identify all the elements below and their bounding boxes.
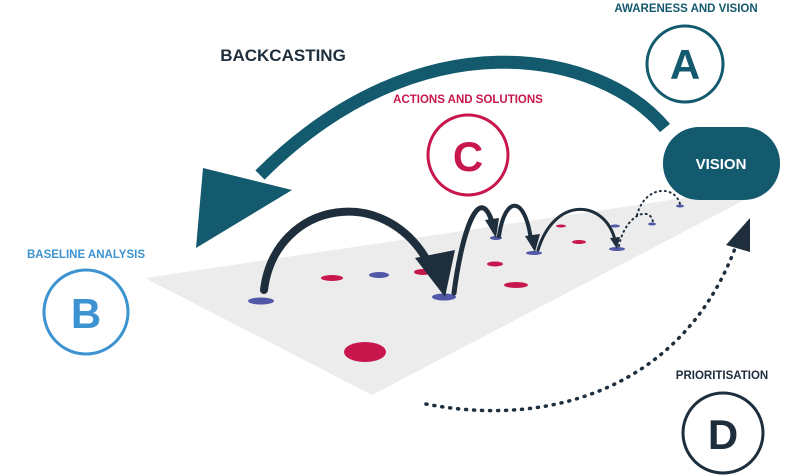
vision-label: VISION bbox=[696, 156, 747, 173]
label-actions: ACTIONS AND SOLUTIONS bbox=[393, 94, 543, 106]
red-marker bbox=[556, 224, 566, 228]
arrowhead-icon bbox=[525, 234, 540, 252]
label-prioritisation: PRIORITISATION bbox=[676, 370, 768, 382]
blue-marker bbox=[676, 204, 684, 208]
prioritisation-arrow bbox=[424, 238, 740, 413]
arrowhead-icon bbox=[726, 218, 750, 252]
jump-arrow-dotted-1 bbox=[618, 212, 654, 247]
step-d: D bbox=[681, 391, 765, 475]
vision-badge: VISION bbox=[663, 127, 780, 200]
red-marker bbox=[344, 342, 386, 362]
step-a: A bbox=[645, 24, 725, 104]
jump-arrow-2 bbox=[451, 205, 496, 296]
step-b: B bbox=[42, 268, 130, 356]
red-marker bbox=[321, 275, 343, 281]
label-backcasting: BACKCASTING bbox=[220, 46, 346, 65]
blue-marker bbox=[248, 297, 274, 305]
plane bbox=[145, 190, 752, 395]
backcasting-arrow bbox=[255, 55, 670, 180]
jump-arrow-dotted-2 bbox=[636, 189, 681, 216]
blue-marker bbox=[610, 224, 620, 228]
jump-arrow-4 bbox=[536, 207, 617, 252]
blue-marker bbox=[648, 222, 656, 226]
blue-marker bbox=[432, 293, 456, 301]
red-marker bbox=[572, 240, 586, 244]
label-awareness: AWARENESS AND VISION bbox=[614, 3, 757, 15]
arrowhead-icon bbox=[485, 218, 499, 238]
jump-arrow-3 bbox=[497, 203, 533, 242]
blue-marker bbox=[369, 272, 389, 278]
blue-markers bbox=[248, 204, 684, 305]
jump-arrows bbox=[260, 189, 750, 413]
arrowhead-icon bbox=[415, 250, 455, 297]
blue-marker bbox=[526, 251, 542, 255]
step-b-letter: B bbox=[71, 290, 101, 337]
backcasting-arrowhead-icon bbox=[196, 168, 292, 248]
step-d-letter: D bbox=[708, 411, 738, 458]
step-a-letter: A bbox=[670, 41, 700, 88]
red-markers bbox=[321, 224, 586, 362]
red-marker bbox=[487, 261, 503, 267]
arrowhead-icon bbox=[610, 237, 620, 249]
red-marker bbox=[504, 282, 528, 288]
jump-arrow-1 bbox=[260, 207, 436, 294]
step-c-letter: C bbox=[453, 133, 483, 180]
step-c: C bbox=[426, 113, 510, 197]
label-baseline: BASELINE ANALYSIS bbox=[27, 249, 145, 261]
